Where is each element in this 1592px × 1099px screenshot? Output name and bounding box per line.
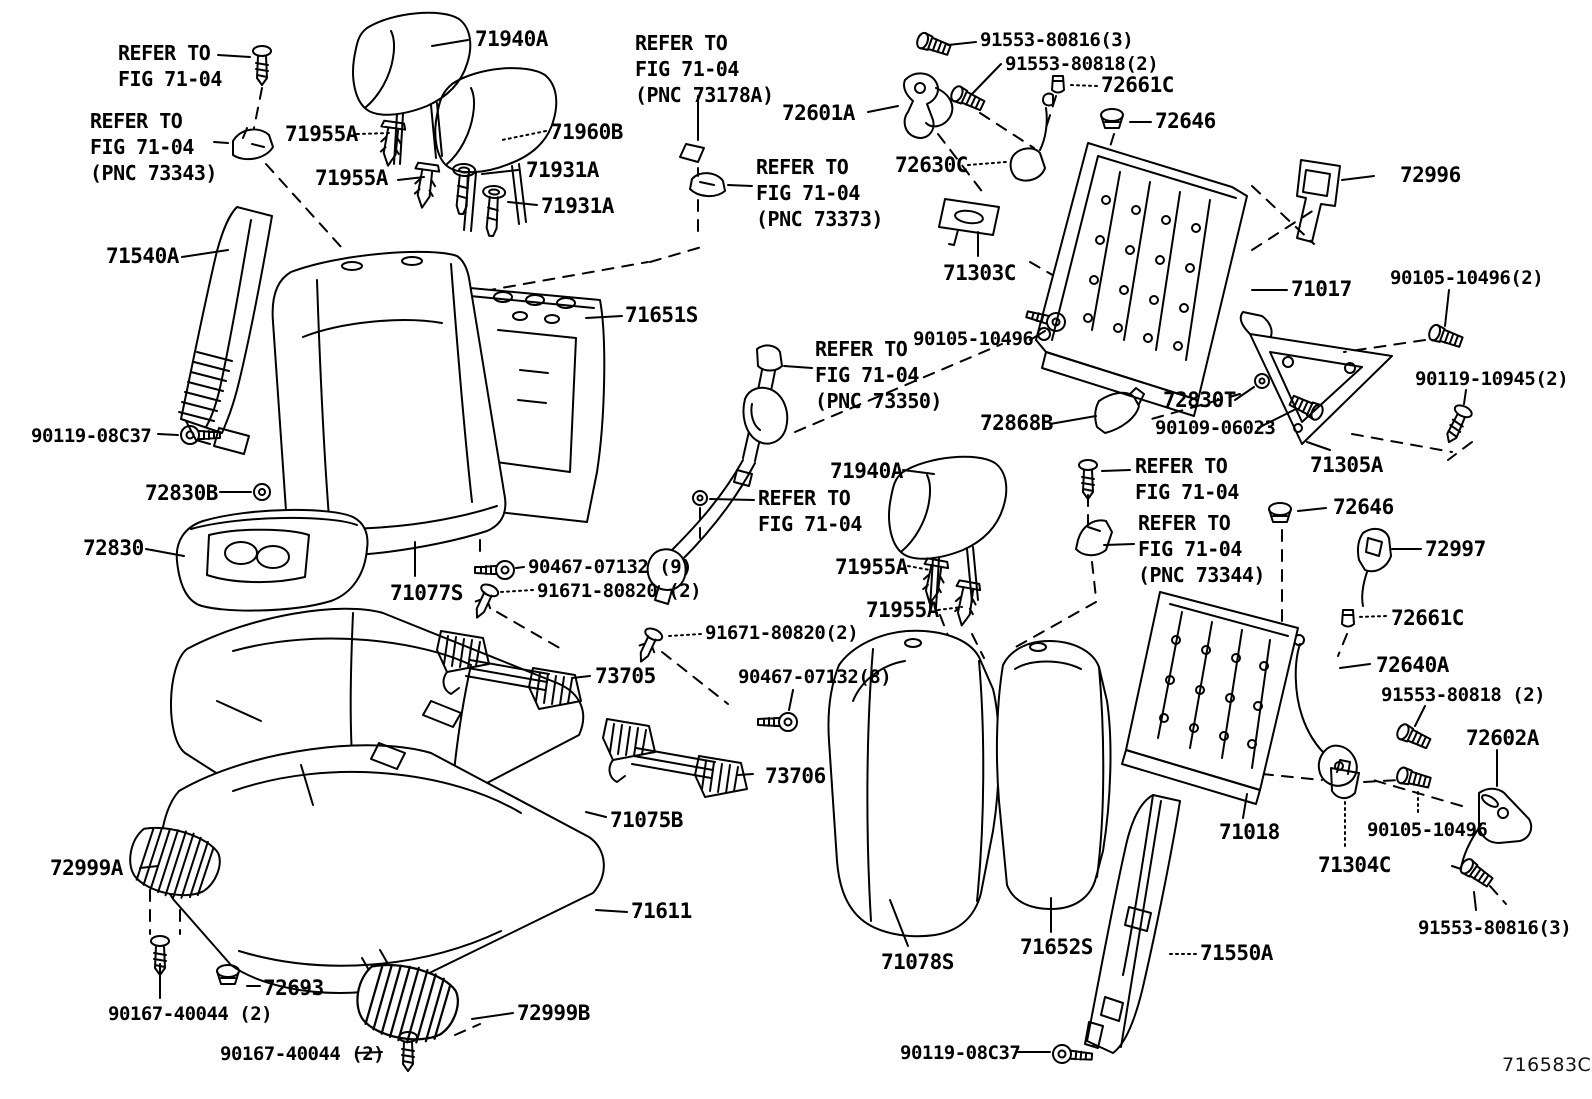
hinge-cover-drawing bbox=[1094, 387, 1145, 434]
figure-code: 716583C bbox=[1502, 1054, 1592, 1076]
part-label-71017: 71017 bbox=[1291, 277, 1352, 301]
part-label-72999b: 72999B bbox=[517, 1001, 590, 1025]
part-label-90119-08c37: 90119-08C37 bbox=[31, 425, 152, 447]
part-label-90119-10945-2-: 90119-10945(2) bbox=[1415, 368, 1569, 390]
part-label-71651s: 71651S bbox=[625, 303, 698, 327]
reference-note-refer-to: REFER TO FIG 71-04 bbox=[758, 486, 862, 536]
part-label-72693: 72693 bbox=[263, 976, 324, 1000]
reference-note-refer-to: REFER TO FIG 71-04 bbox=[1135, 454, 1239, 504]
cover-bracket-drawing bbox=[1296, 159, 1341, 243]
part-label-72630c: 72630C bbox=[895, 153, 968, 177]
part-label-72661c: 72661C bbox=[1101, 73, 1174, 97]
grommet-drawing bbox=[253, 483, 271, 501]
seatback-frame-drawing bbox=[1035, 142, 1248, 417]
striker-plate-drawing bbox=[938, 198, 1000, 246]
part-label-71078s: 71078S bbox=[881, 950, 954, 974]
part-label-71940a: 71940A bbox=[830, 459, 903, 483]
part-label-73705: 73705 bbox=[595, 664, 656, 688]
part-label-90467-07132-8-: 90467-07132(8) bbox=[738, 666, 892, 688]
part-label-72661c: 72661C bbox=[1391, 606, 1464, 630]
latch-lever-drawing bbox=[903, 72, 954, 139]
part-label-71550a: 71550A bbox=[1200, 941, 1273, 965]
seatback-foam-drawing bbox=[271, 250, 507, 557]
part-label-72996: 72996 bbox=[1400, 163, 1461, 187]
part-label-91671-80820-2-: 91671-80820 (2) bbox=[537, 580, 702, 602]
part-label-72602a: 72602A bbox=[1466, 726, 1539, 750]
part-label-73706: 73706 bbox=[765, 764, 826, 788]
part-label-71075b: 71075B bbox=[610, 808, 683, 832]
part-label-71303c: 71303C bbox=[943, 261, 1016, 285]
part-label-71611: 71611 bbox=[631, 899, 692, 923]
cable-latch-drawing bbox=[1009, 92, 1054, 182]
part-label-91553-80816-3-: 91553-80816(3) bbox=[980, 29, 1134, 51]
part-label-72830b: 72830B bbox=[145, 481, 218, 505]
belt-guide-drawing bbox=[1357, 527, 1392, 607]
part-label-71955a: 71955A bbox=[866, 598, 939, 622]
part-label-90105-10496: 90105-10496 bbox=[1367, 819, 1488, 841]
seat-belt-drawing bbox=[646, 344, 789, 605]
part-label-90109-06023: 90109-06023 bbox=[1155, 417, 1276, 439]
seatback-board-drawing bbox=[469, 287, 606, 523]
part-label-90167-40044-2-: 90167-40044 (2) bbox=[108, 1003, 273, 1025]
part-label-90105-10496-2-: 90105-10496(2) bbox=[1390, 267, 1544, 289]
clip-drawing bbox=[1075, 519, 1113, 557]
pillar-trim-drawing bbox=[1084, 794, 1181, 1054]
diamond-clip-drawing bbox=[679, 143, 705, 163]
part-label-72646: 72646 bbox=[1155, 109, 1216, 133]
reference-note-refer-to: REFER TO FIG 71-04 (PNC 73178A) bbox=[635, 31, 774, 107]
seatback-pad-drawing bbox=[827, 629, 1000, 938]
part-label-71955a: 71955A bbox=[835, 555, 908, 579]
clip-drawing bbox=[1330, 759, 1360, 799]
reference-note-refer-to: REFER TO FIG 71-04 (PNC 73373) bbox=[756, 155, 883, 231]
part-label-72999a: 72999A bbox=[50, 856, 123, 880]
part-label-90167-40044-2-: 90167-40044 (2) bbox=[220, 1043, 385, 1065]
clip-drawing bbox=[232, 127, 274, 161]
part-label-71960b: 71960B bbox=[550, 120, 623, 144]
part-label-71540a: 71540A bbox=[106, 244, 179, 268]
part-label-71304c: 71304C bbox=[1318, 853, 1391, 877]
reference-note-refer-to: REFER TO FIG 71-04 (PNC 73343) bbox=[90, 109, 217, 185]
part-label-71018: 71018 bbox=[1219, 820, 1280, 844]
part-label-71652s: 71652S bbox=[1020, 935, 1093, 959]
part-label-71077s: 71077S bbox=[390, 581, 463, 605]
part-label-90467-07132-9-: 90467-07132 (9) bbox=[528, 556, 693, 578]
leader-lines bbox=[139, 39, 1498, 1054]
seatback-pad-drawing-2 bbox=[995, 640, 1112, 910]
seatback-frame-drawing-2 bbox=[1121, 591, 1299, 805]
part-label-72601a: 72601A bbox=[782, 101, 855, 125]
part-label-71305a: 71305A bbox=[1310, 453, 1383, 477]
part-label-72830t: 72830T bbox=[1163, 388, 1236, 412]
part-label-71955a: 71955A bbox=[315, 166, 388, 190]
flat-clip-drawing bbox=[689, 172, 726, 197]
part-label-72997: 72997 bbox=[1425, 537, 1486, 561]
hinge-bracket-drawing bbox=[1239, 311, 1393, 445]
dotted-leader-lines bbox=[356, 84, 1419, 955]
part-label-71931a: 71931A bbox=[526, 158, 599, 182]
part-label-72646: 72646 bbox=[1333, 495, 1394, 519]
part-label-72868b: 72868B bbox=[980, 411, 1053, 435]
part-label-71955a: 71955A bbox=[285, 122, 358, 146]
reference-note-refer-to: REFER TO FIG 71-04 (PNC 73344) bbox=[1138, 511, 1265, 587]
part-label-71940a: 71940A bbox=[475, 27, 548, 51]
reference-note-refer-to: REFER TO FIG 71-04 bbox=[118, 41, 222, 91]
part-label-91671-80820-2-: 91671-80820(2) bbox=[705, 622, 859, 644]
part-label-90105-10496: 90105-10496 bbox=[913, 328, 1034, 350]
part-label-72640a: 72640A bbox=[1376, 653, 1449, 677]
part-label-91553-80816-3-: 91553-80816(3) bbox=[1418, 917, 1572, 939]
armrest-drawing bbox=[175, 508, 369, 612]
part-label-72830: 72830 bbox=[83, 536, 144, 560]
part-label-91553-80818-2-: 91553-80818 (2) bbox=[1381, 684, 1546, 706]
reference-note-refer-to: REFER TO FIG 71-04 (PNC 73350) bbox=[815, 337, 942, 413]
part-label-71931a: 71931A bbox=[541, 194, 614, 218]
part-label-91553-80818-2-: 91553-80818(2) bbox=[1005, 53, 1159, 75]
part-label-90119-08c37: 90119-08C37 bbox=[900, 1042, 1021, 1064]
